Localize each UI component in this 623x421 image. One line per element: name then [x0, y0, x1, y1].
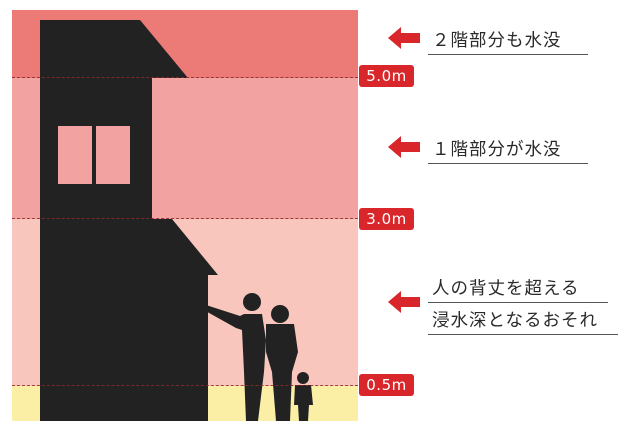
- label-second-floor-flooded: ２階部分も水没: [432, 31, 562, 51]
- level-line-05m: [12, 385, 358, 386]
- label-underline: [428, 334, 618, 335]
- label-underline: [428, 54, 588, 55]
- level-line-5m: [12, 77, 358, 78]
- level-badge-5m: 5.0m: [359, 65, 414, 87]
- level-line-3m: [12, 218, 358, 219]
- label-over-head-line2: 浸水深となるおそれ: [432, 311, 598, 331]
- family-silhouette: [202, 293, 313, 421]
- label-first-floor-flooded: １階部分が水没: [432, 140, 562, 160]
- left-arrow-icon: [388, 136, 420, 158]
- label-underline: [428, 302, 608, 303]
- left-arrow-icon: [388, 291, 420, 313]
- label-over-head-line1: 人の背丈を超える: [432, 279, 580, 299]
- left-arrow-icon: [388, 27, 420, 49]
- level-badge-05m: 0.5m: [359, 374, 414, 396]
- level-badge-3m: 3.0m: [359, 208, 414, 230]
- label-underline: [428, 163, 588, 164]
